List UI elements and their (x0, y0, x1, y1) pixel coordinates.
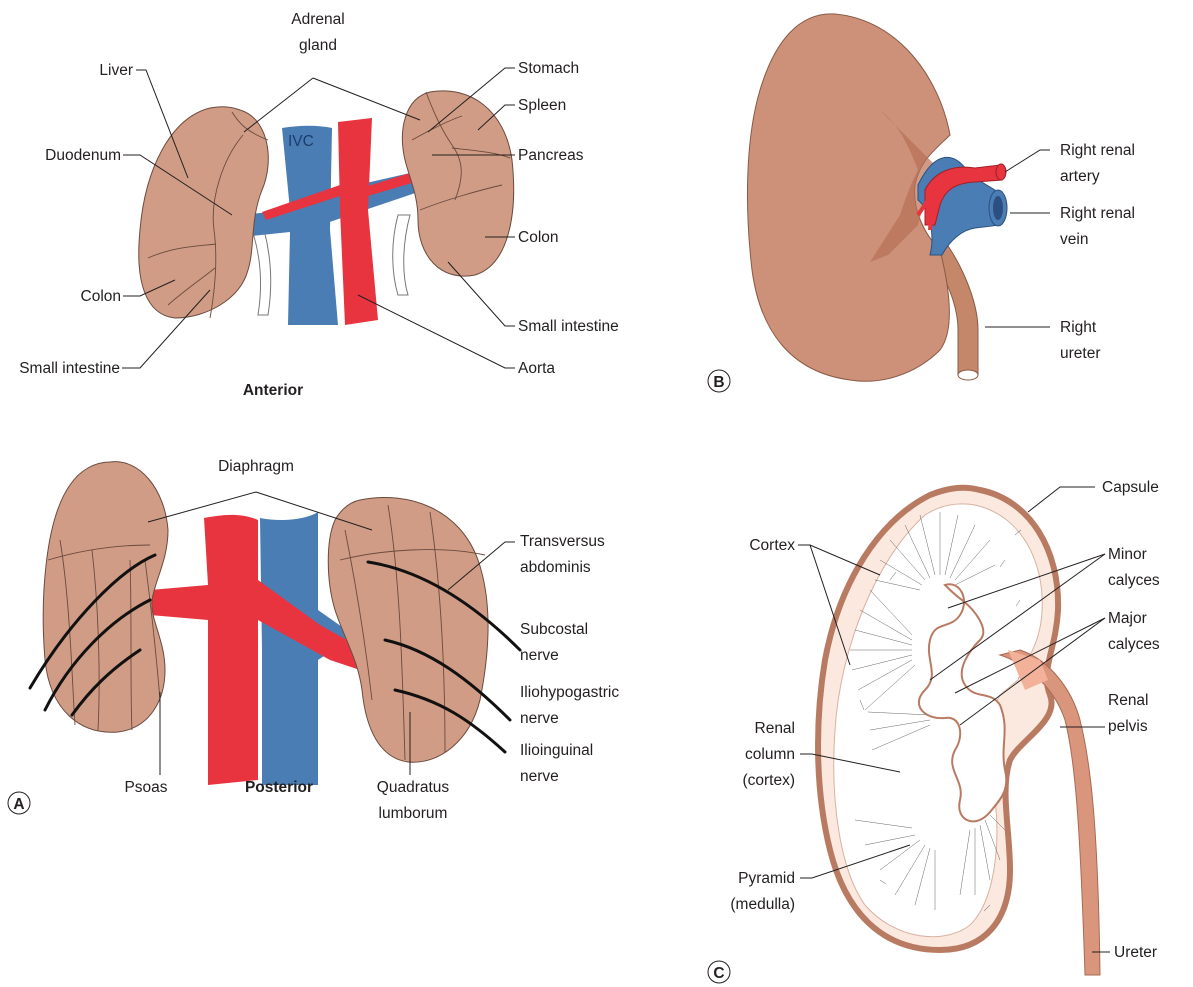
ivc-label: IVC (288, 133, 314, 150)
renal-column-label: Renal (755, 720, 796, 737)
panel-b-letter: B (713, 374, 724, 391)
pancreas-label: Pancreas (518, 147, 584, 164)
major-calyces-label-line2: calyces (1108, 636, 1160, 653)
iliohypogastric-label-line2: nerve (520, 710, 559, 727)
right-ureter-label-line2: ureter (1060, 345, 1101, 362)
renal-pelvis-label-line2: pelvis (1108, 718, 1148, 735)
transversus-label: Transversus (520, 533, 605, 550)
minor-calyces-label: Minor (1108, 546, 1147, 563)
adrenal-vessel-anterior (350, 198, 362, 225)
panel-a-letter: A (13, 796, 24, 813)
adrenal-gland-label-line2: gland (299, 37, 337, 54)
right-ureter-anterior (393, 215, 410, 295)
small-intestine-right-label: Small intestine (518, 318, 619, 335)
spleen-label: Spleen (518, 97, 566, 114)
subcostal-label-line2: nerve (520, 647, 559, 664)
transversus-label-line2: abdominis (520, 559, 591, 576)
aorta-label: Aorta (518, 360, 555, 377)
ilioinguinal-label: Ilioinguinal (520, 742, 593, 759)
psoas-label: Psoas (124, 779, 167, 796)
ilioinguinal-label-line2: nerve (520, 768, 559, 785)
panel-c-letter: C (713, 965, 724, 982)
pyramid-label: Pyramid (738, 870, 795, 887)
right-renal-vein-label: Right renal (1060, 205, 1135, 222)
duodenum-label: Duodenum (45, 147, 121, 164)
adrenal-gland-label: Adrenal (291, 11, 344, 28)
cortex-label: Cortex (749, 537, 795, 554)
left-ureter-anterior (252, 230, 271, 315)
right-renal-artery-label-line2: artery (1060, 168, 1100, 185)
iliohypogastric-label: Iliohypogastric (520, 684, 619, 701)
right-renal-artery-label: Right renal (1060, 142, 1135, 159)
stomach-label: Stomach (518, 60, 579, 77)
ureter-label: Ureter (1114, 944, 1157, 961)
right-ureter-label: Right (1060, 319, 1097, 336)
renal-pelvis-label: Renal (1108, 692, 1149, 709)
quadratus-label: Quadratus (377, 779, 450, 796)
right-renal-vein-label-line2: vein (1060, 231, 1088, 248)
subcostal-label: Subcostal (520, 621, 588, 638)
anterior-view-panel: IVC Adrenal gland Liver Duodenum Colon S… (19, 11, 619, 399)
quadratus-label-line2: lumborum (379, 805, 448, 822)
left-kidney-anterior (402, 91, 513, 276)
pyramid-label-line2: (medulla) (730, 896, 795, 913)
panel-b-kidney-hilum: Right renal artery Right renal vein Righ… (708, 14, 1135, 392)
colon-right-label: Colon (518, 229, 559, 246)
minor-calyces-label-line2: calyces (1108, 572, 1160, 589)
capsule-label: Capsule (1102, 479, 1159, 496)
panel-c-kidney-section: Capsule Minor calyces Cortex Major calyc… (708, 479, 1160, 983)
small-intestine-left-label: Small intestine (19, 360, 120, 377)
left-kidney-posterior (328, 498, 488, 763)
liver-label: Liver (99, 62, 133, 79)
major-calyces-label: Major (1108, 610, 1147, 627)
posterior-view-panel: Diaphragm Transversus abdominis Subcosta… (8, 458, 619, 822)
posterior-caption: Posterior (245, 779, 313, 796)
renal-column-label-line3: (cortex) (742, 772, 795, 789)
anterior-caption: Anterior (243, 382, 303, 399)
renal-column-label-line2: column (745, 746, 795, 763)
diaphragm-label: Diaphragm (218, 458, 294, 475)
colon-left-label: Colon (81, 288, 122, 305)
right-kidney-anterior (139, 107, 269, 318)
